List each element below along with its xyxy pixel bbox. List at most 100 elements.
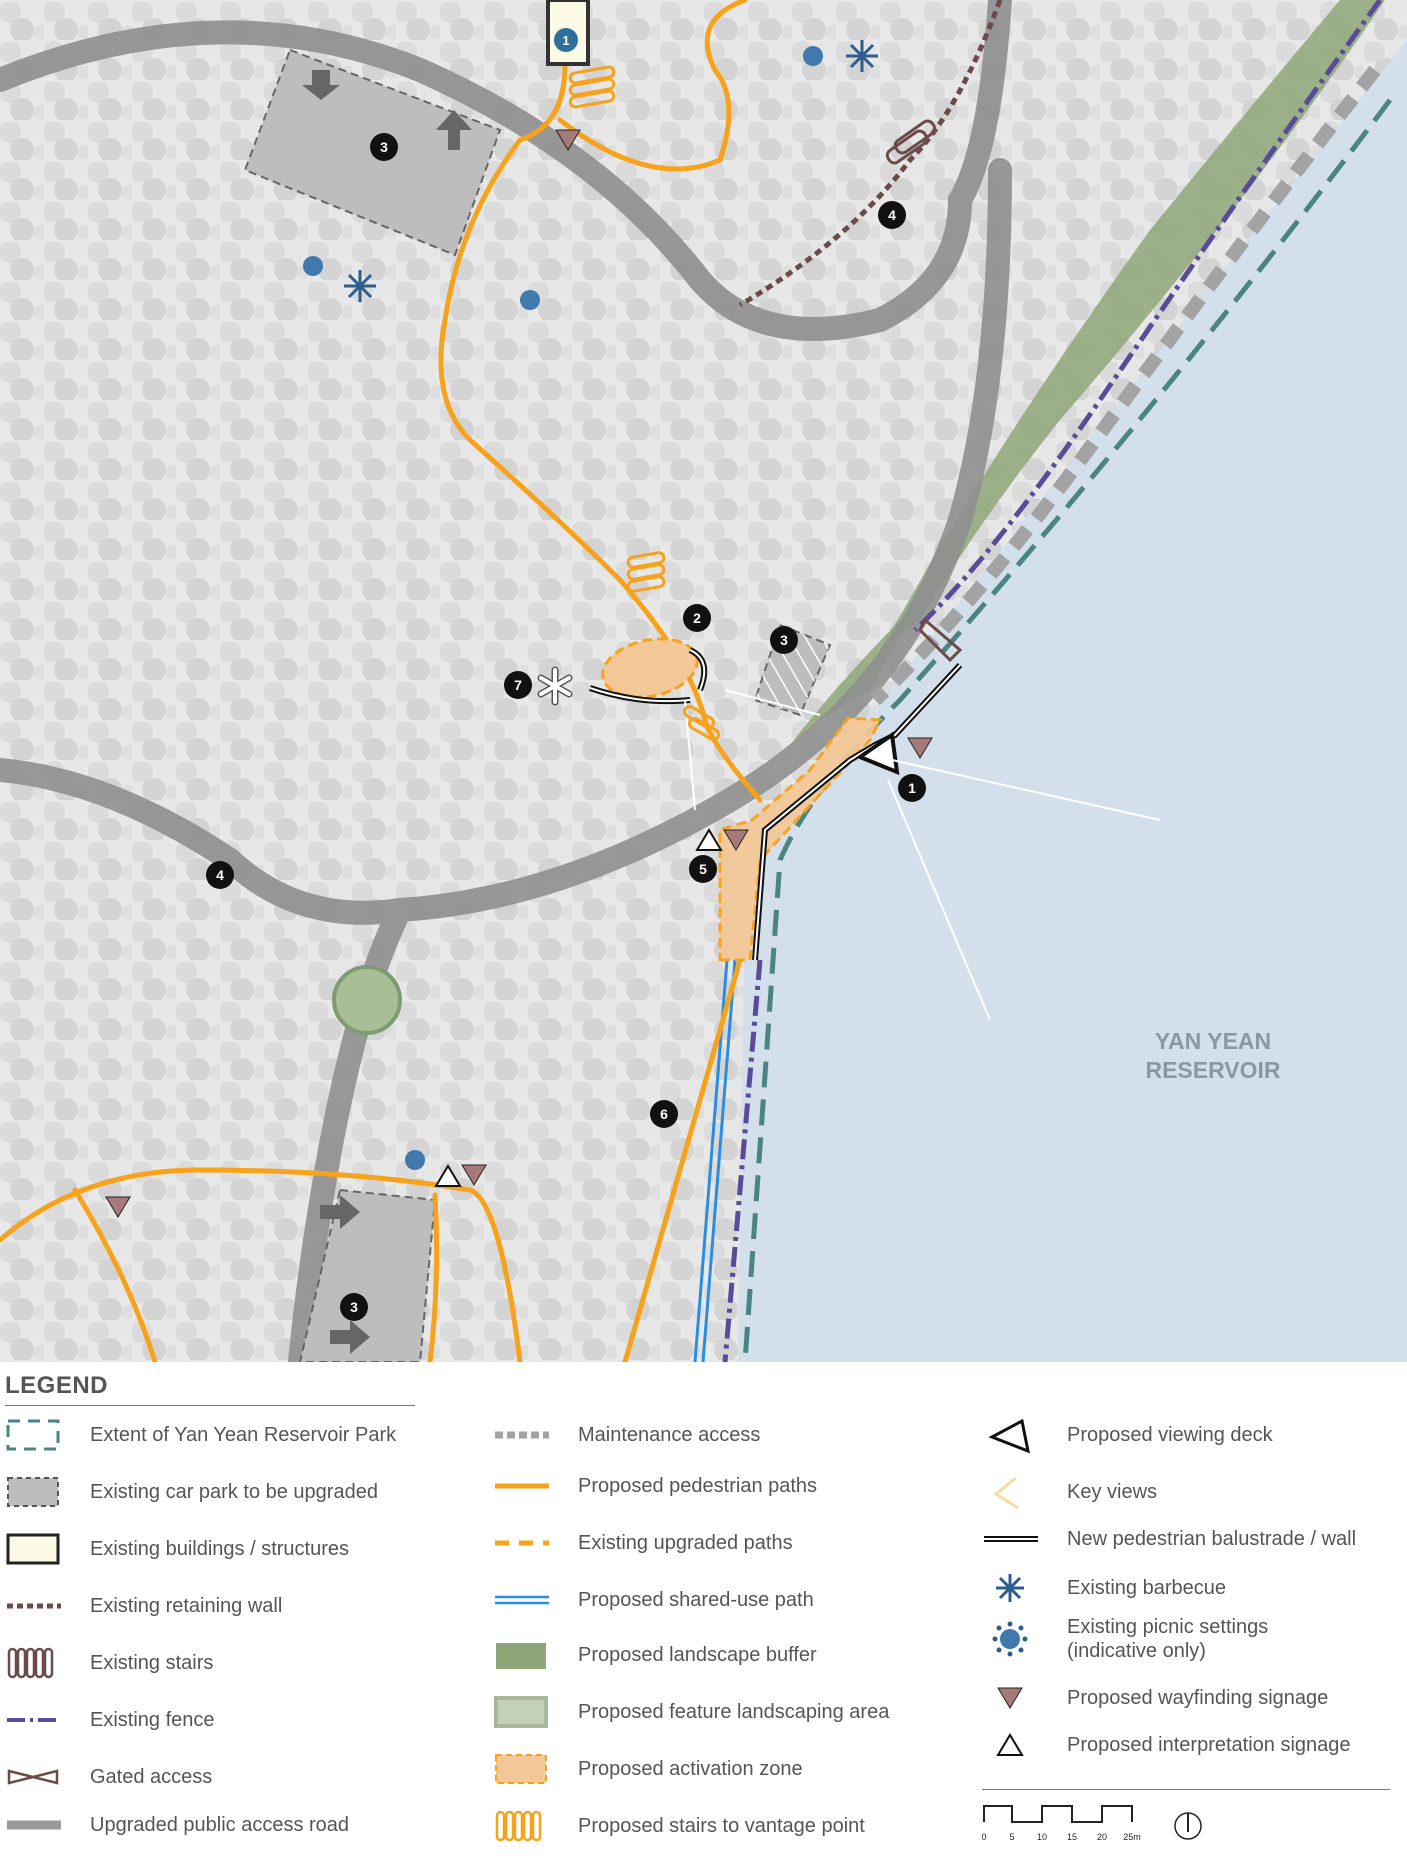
marker-1: 1 <box>908 780 916 796</box>
legend-label: Existing fence <box>90 1709 215 1731</box>
legend-label: Existing buildings / structures <box>90 1538 350 1560</box>
legend-item-viewing-deck: Proposed viewing deck <box>982 1412 1407 1458</box>
roads <box>0 0 1012 1362</box>
reservoir-water <box>738 40 1407 1362</box>
legend-item-park-extent: Extent of Yan Yean Reservoir Park <box>5 1412 465 1458</box>
legend-item-landscape-buffer: Proposed landscape buffer <box>493 1632 953 1678</box>
marker-2: 2 <box>693 610 701 626</box>
legend-item-shared-use: Proposed shared-use path <box>493 1577 953 1623</box>
existing-building <box>546 0 590 66</box>
scale-tick: 20 <box>1097 1832 1107 1842</box>
legend-item-vantage-stairs: Proposed stairs to vantage point <box>493 1803 953 1849</box>
legend-label: Proposed interpretation signage <box>1067 1734 1351 1756</box>
legend-item-barbecue: Existing barbecue <box>982 1565 1407 1611</box>
path-north-loop <box>438 17 763 803</box>
activation-zone-promenade <box>718 716 883 962</box>
legend-label: New pedestrian balustrade / wall <box>1067 1528 1357 1550</box>
balustrade-icon <box>984 1536 1038 1542</box>
legend-label: Proposed shared-use path <box>578 1589 814 1611</box>
picnic-settings <box>303 46 823 1170</box>
legend-label: Upgraded public access road <box>90 1814 350 1836</box>
landscape-buffer <box>880 0 1385 650</box>
legend-item-picnic: Existing picnic settings (indicative onl… <box>982 1616 1407 1662</box>
scale-tick: 5 <box>1009 1832 1014 1842</box>
interpretation-icon <box>996 1733 1024 1756</box>
shared-use-path-icon <box>495 1595 549 1605</box>
legend-divider <box>5 1405 415 1406</box>
balustrade-arc-right-in <box>689 649 706 691</box>
scale-divider <box>982 1789 1390 1790</box>
stairs-icon <box>7 1647 54 1679</box>
legend-label: Proposed landscape buffer <box>578 1644 817 1666</box>
landscape-buffer-icon <box>496 1643 546 1669</box>
interpretation-signs <box>434 828 723 1187</box>
legend-label: Proposed activation zone <box>578 1758 803 1780</box>
road-central <box>0 158 1012 925</box>
legend-label: Existing barbecue <box>1067 1577 1226 1599</box>
marker-5: 5 <box>699 861 707 877</box>
road-south <box>288 898 412 1362</box>
building-icon <box>6 1533 60 1565</box>
legend-item-gated-access: Gated access <box>5 1754 465 1800</box>
legend-item-interpretation: Proposed interpretation signage <box>982 1722 1407 1768</box>
feature-landscaping-icon <box>494 1696 548 1728</box>
legend-label: Existing upgraded paths <box>578 1532 793 1554</box>
existing-fence <box>722 0 1383 1362</box>
maintenance-access <box>870 65 1381 706</box>
gated-access <box>918 617 963 663</box>
fence-icon <box>7 1718 61 1722</box>
legend-item-feature-landscaping: Proposed feature landscaping area <box>493 1689 953 1735</box>
legend-label: Proposed wayfinding signage <box>1067 1687 1329 1709</box>
maintenance-access-icon <box>495 1431 549 1439</box>
scale-tick: 0 <box>982 1832 987 1842</box>
legend-item-car-park: Existing car park to be upgraded <box>5 1469 465 1515</box>
legend-label: Extent of Yan Yean Reservoir Park <box>90 1424 397 1446</box>
path-south-west-loop <box>72 1187 440 1362</box>
legend-item-road: Upgraded public access road <box>5 1802 465 1848</box>
marker-3-mid: 3 <box>780 632 788 648</box>
car-park-south <box>298 1188 437 1362</box>
pedestrian-path-icon <box>495 1483 549 1489</box>
legend-item-key-views: Key views <box>982 1469 1407 1515</box>
legend-item-activation-zone: Proposed activation zone <box>493 1746 953 1792</box>
scale-bar: 0 5 10 15 20 25m <box>982 1805 1202 1842</box>
site-map: 1 1 2 3 3 3 4 4 5 6 7 YAN YEAN RESERVOIR <box>0 0 1407 1362</box>
key-views-icon <box>993 1476 1019 1510</box>
path-south-main <box>622 957 743 1362</box>
legend-label: Gated access <box>90 1766 213 1788</box>
marker-4-west: 4 <box>216 867 224 883</box>
marker-4-north: 4 <box>888 207 896 223</box>
marker-7: 7 <box>514 677 522 693</box>
existing-stairs <box>885 119 937 165</box>
path-south-west <box>0 1167 523 1362</box>
legend-label: Existing retaining wall <box>90 1595 283 1617</box>
marker-3-south: 3 <box>350 1299 358 1315</box>
legend-item-upgraded-path: Existing upgraded paths <box>493 1520 953 1566</box>
legend-item-buildings: Existing buildings / structures <box>5 1526 465 1572</box>
pedestrian-paths <box>0 0 763 1362</box>
retaining-wall <box>738 0 1003 308</box>
legend-item-maintenance: Maintenance access <box>493 1412 953 1458</box>
legend-label: Proposed feature landscaping area <box>578 1701 890 1723</box>
scale-tick: 10 <box>1037 1832 1047 1842</box>
legend-item-balustrade: New pedestrian balustrade / wall <box>982 1516 1407 1562</box>
scale-tick: 15 <box>1067 1832 1077 1842</box>
activation-zone-icon <box>495 1754 547 1784</box>
marker-building-1: 1 <box>562 33 569 48</box>
car-park-arrows <box>302 70 472 1354</box>
retaining-wall-icon <box>7 1603 61 1609</box>
legend-label: Key views <box>1067 1481 1158 1503</box>
legend-item-fence: Existing fence <box>5 1697 465 1743</box>
legend-label: Proposed viewing deck <box>1067 1424 1273 1446</box>
numbered-markers <box>206 133 926 1321</box>
scale-tick: 25m <box>1123 1832 1141 1842</box>
legend-item-pedestrian-path: Proposed pedestrian paths <box>493 1463 953 1509</box>
park-extent-icon <box>6 1419 60 1451</box>
legend-label: Existing car park to be upgraded <box>90 1481 378 1503</box>
picnic-icon <box>992 1621 1028 1657</box>
wayfinding-signs <box>105 129 933 1218</box>
barbecues <box>344 40 878 302</box>
legend-label: Proposed pedestrian paths <box>578 1475 818 1497</box>
vantage-stairs <box>568 65 721 741</box>
legend-item-retaining-wall: Existing retaining wall <box>5 1583 465 1629</box>
